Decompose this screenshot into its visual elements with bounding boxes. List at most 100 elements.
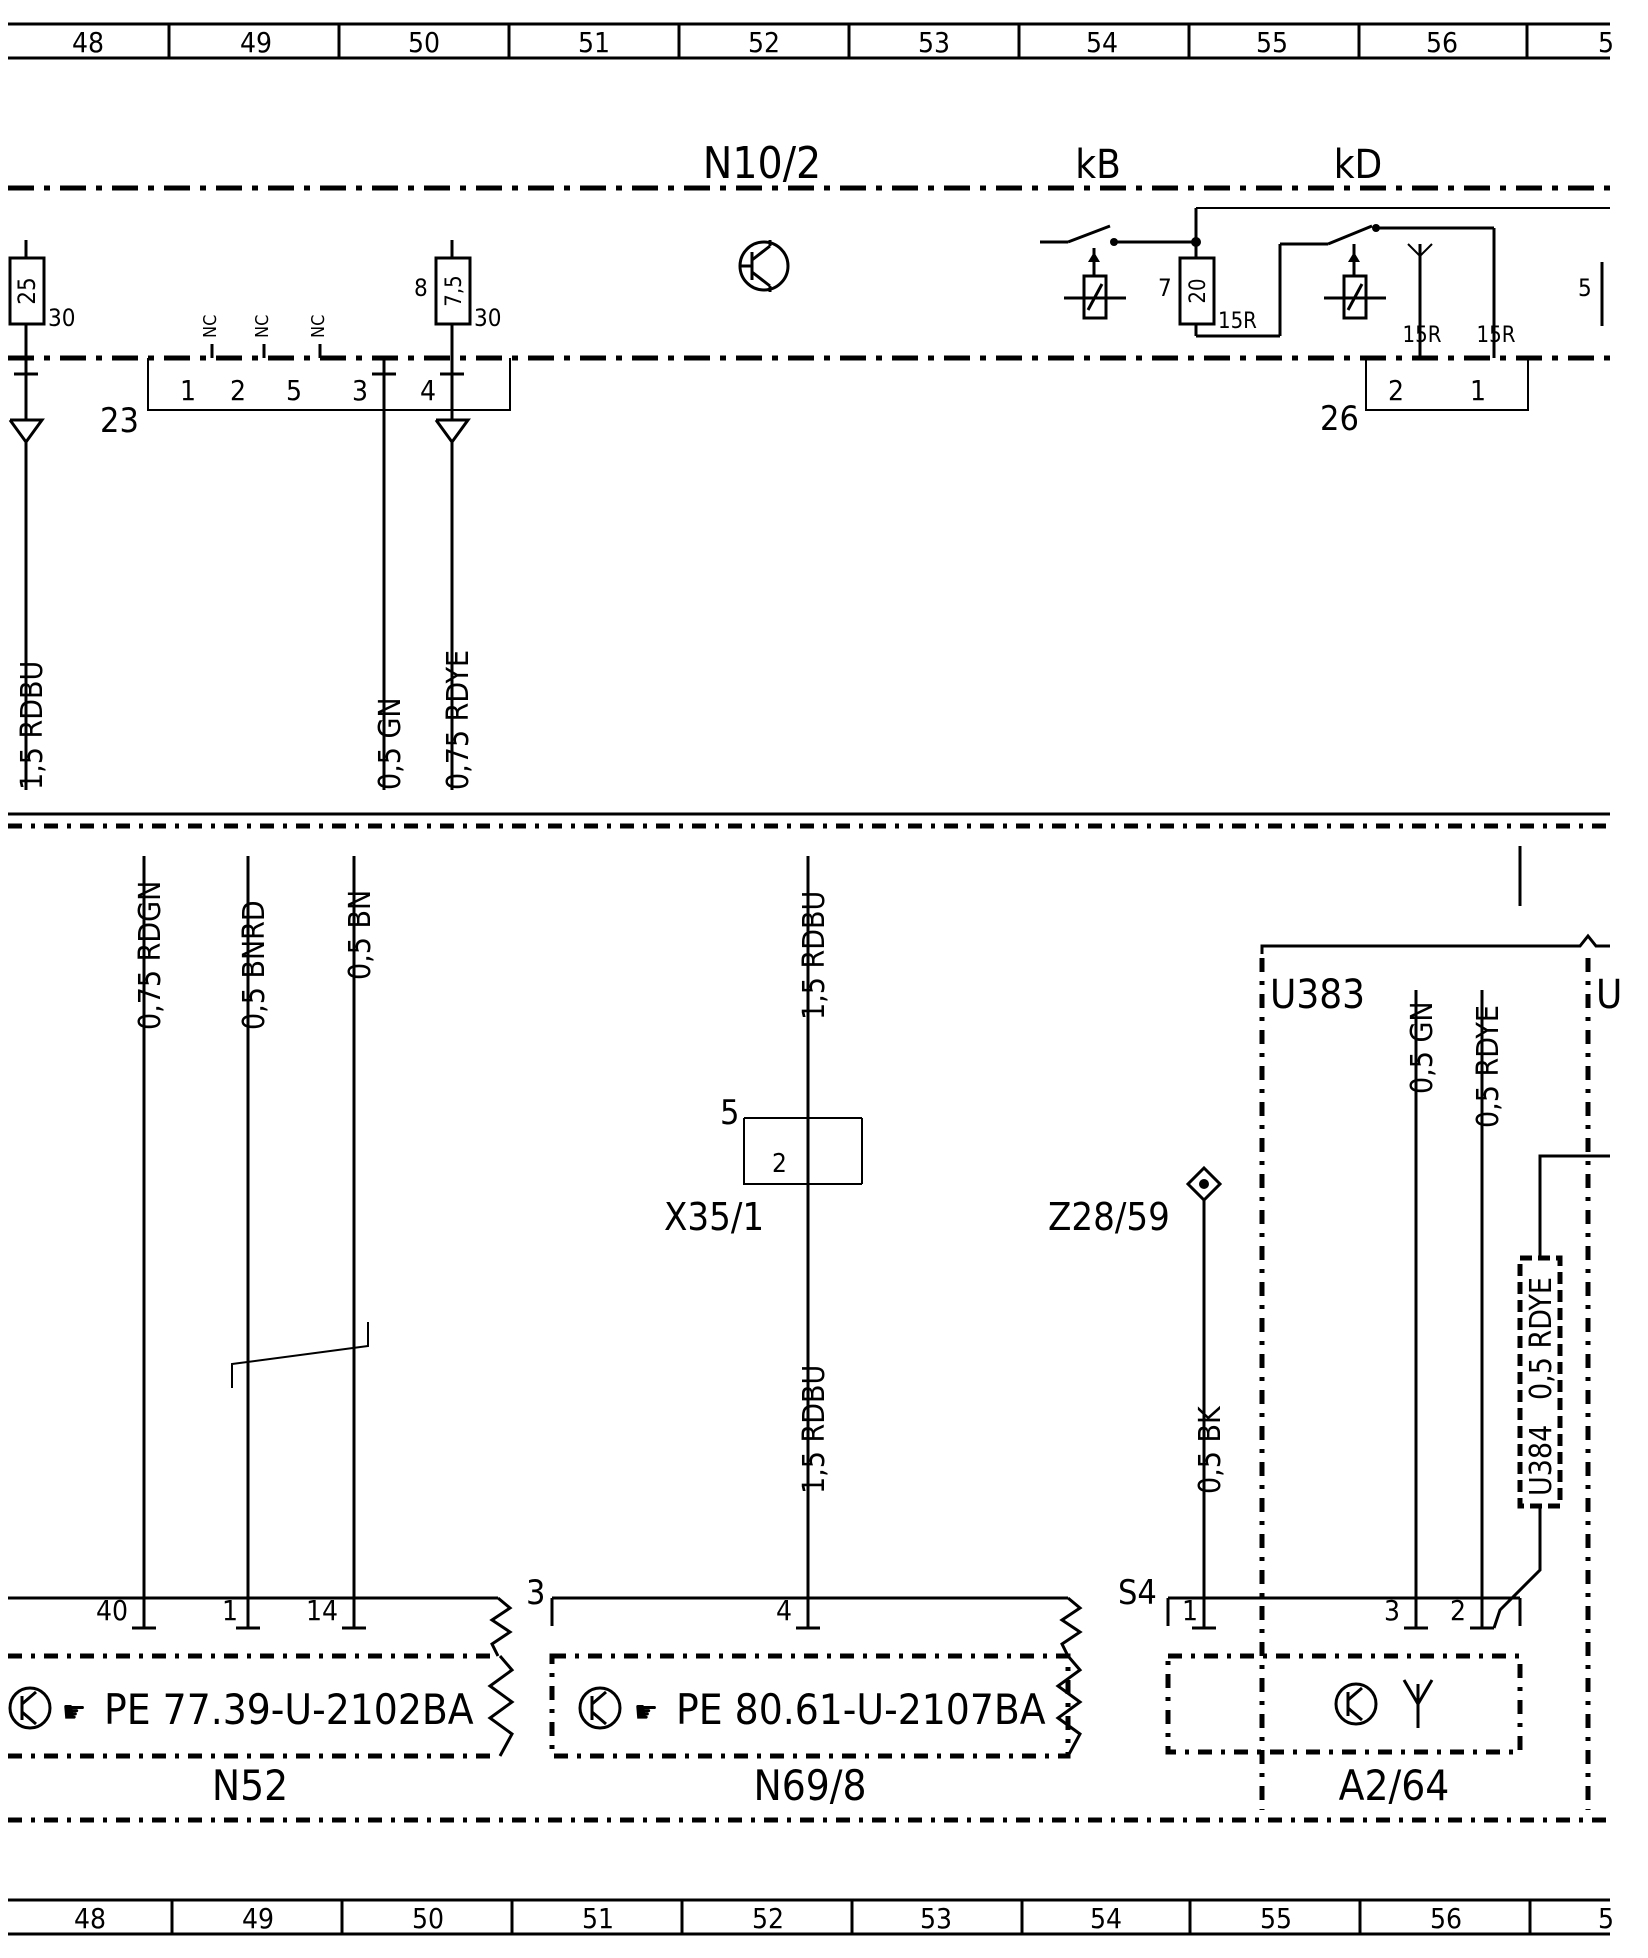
module-label-n10-2: N10/2 [703, 138, 822, 189]
connector-26-terminal-a: 15R [1403, 323, 1442, 348]
connector-23-label: 23 [100, 401, 139, 441]
fuse-7-5: 8 7,5 30 [414, 240, 501, 358]
relay-label-kb: kB [1075, 142, 1121, 188]
grid-col-55: 55 [1256, 26, 1288, 59]
connector-23: 23 1 2 5 3 4 NC NC NC [100, 315, 511, 441]
a2-label: A2/64 [1339, 1761, 1450, 1810]
wire-label-0-5-gn-top: 0,5 GN [373, 697, 408, 790]
relay-kd [1196, 207, 1610, 358]
variant-u383: U383 U [1259, 933, 1622, 1810]
wire-label-0-5-bnrd: 0,5 BNRD [237, 900, 272, 1030]
grid-col-53: 53 [918, 26, 950, 59]
n69-label: N69/8 [753, 1761, 866, 1810]
wire-label-0-5-bk: 0,5 BK [1193, 1405, 1228, 1494]
u-right-label: U [1596, 972, 1622, 1018]
u384-label: U384 [1524, 1425, 1559, 1496]
connector-23-pin-3: 3 [352, 374, 368, 407]
grid-bottom-col-54: 54 [1090, 1902, 1122, 1935]
module-n52: 40 1 14 ☛ PE 77.39-U-2102BA N52 [8, 1594, 515, 1810]
wire-0-5-gn-top [372, 358, 396, 790]
ground-point-z28-59: Z28/59 [1048, 1165, 1223, 1628]
ground-label: Z28/59 [1048, 1195, 1170, 1239]
a2-pin-3: 3 [1384, 1594, 1400, 1627]
n52-ref: PE 77.39-U-2102BA [104, 1685, 474, 1734]
grid-col-52: 52 [748, 26, 780, 59]
grid-ruler-bottom: 48 49 50 51 52 53 54 55 56 5 [8, 1898, 1614, 1936]
fuse-25-value: 25 [13, 277, 41, 304]
nc-label-3: NC [308, 315, 329, 338]
fuse-20-number: 7 [1158, 274, 1172, 302]
n52-hand-icon: ☛ [62, 1695, 86, 1730]
n52-transistor-icon [8, 1686, 52, 1730]
grid-col-54: 54 [1086, 26, 1118, 59]
transistor-icon [738, 240, 790, 292]
n69-connector: 3 [526, 1573, 545, 1613]
wire-label-1-5-rdbu-top: 1,5 RDBU [15, 661, 50, 790]
wire-label-1-5-rdbu-center-bottom: 1,5 RDBU [797, 1365, 832, 1494]
fuse-7-5-terminal: 30 [474, 304, 501, 332]
relay-kb [1040, 224, 1196, 320]
grid-bottom-col-55: 55 [1260, 1902, 1292, 1935]
a2-connector: S4 [1118, 1573, 1157, 1613]
connector-26-terminal-b: 15R [1477, 323, 1516, 348]
fuse-20-value: 20 [1186, 278, 1211, 303]
fuse-25-terminal: 30 [48, 304, 75, 332]
wire-label-0-5-gn-u383: 0,5 GN [1405, 1001, 1440, 1094]
grid-col-49: 49 [240, 26, 272, 59]
module-n10-2: N10/2 25 30 8 7,5 30 kB [8, 138, 1610, 790]
grid-bottom-col-57: 5 [1598, 1902, 1614, 1935]
n69-pin-4: 4 [776, 1594, 792, 1627]
module-n69-8: 3 4 ☛ PE 80.61-U-2107BA N69/8 [526, 1573, 1083, 1810]
wire-1-5-rdbu-top [8, 358, 45, 790]
wire-label-0-5-rdye-u383: 0,5 RDYE [1471, 1005, 1506, 1128]
grid-bottom-col-50: 50 [412, 1902, 444, 1935]
a2-pin-1: 1 [1182, 1594, 1198, 1627]
n52-pin-40: 40 [96, 1594, 128, 1627]
u383-label: U383 [1270, 972, 1365, 1018]
module-a2-64: S4 1 3 2 A2/64 [1118, 1573, 1523, 1810]
u384-wire-label: 0,5 RDYE [1524, 1277, 1559, 1400]
connector-26-label: 26 [1320, 399, 1359, 439]
wire-0-75-rdye-top [434, 358, 471, 790]
grid-bottom-col-52: 52 [752, 1902, 784, 1935]
connector-23-pin-2: 2 [230, 374, 246, 407]
fuse-25: 25 30 [8, 240, 75, 358]
grid-col-51: 51 [578, 26, 610, 59]
connector-26-pin-2: 2 [1388, 374, 1404, 407]
n52-pin-1: 1 [222, 1594, 238, 1627]
fuse-20-terminal: 15R [1218, 309, 1257, 334]
twisted-pair-mark [231, 1322, 369, 1388]
x35-number: 5 [720, 1093, 739, 1133]
x35-pin: 2 [772, 1149, 787, 1179]
connector-26: 26 2 1 15R 15R [1320, 323, 1529, 439]
nc-label-2: NC [252, 315, 273, 338]
n69-transistor-icon [578, 1686, 622, 1730]
grid-bottom-col-56: 56 [1430, 1902, 1462, 1935]
fuse-7-5-number: 8 [414, 274, 428, 302]
grid-bottom-col-53: 53 [920, 1902, 952, 1935]
nc-label-1: NC [200, 315, 221, 338]
wire-label-1-5-rdbu-center-top: 1,5 RDBU [797, 891, 832, 1020]
grid-ruler-top: 48 49 50 51 52 53 54 55 56 5 [8, 22, 1614, 60]
grid-col-56: 56 [1426, 26, 1458, 59]
fuse-20: 7 20 15R [1158, 208, 1280, 338]
grid-bottom-col-49: 49 [242, 1902, 274, 1935]
wire-label-0-75-rdgn: 0,75 RDGN [133, 881, 168, 1030]
n52-label: N52 [212, 1761, 288, 1810]
wire-label-0-5-bn: 0,5 BN [343, 890, 378, 980]
connector-26-pin-1: 1 [1470, 374, 1486, 407]
n69-hand-icon: ☛ [634, 1695, 658, 1730]
fuse-7-5-value: 7,5 [442, 275, 467, 306]
grid-bottom-col-48: 48 [74, 1902, 106, 1935]
connector-23-pin-4: 4 [420, 374, 436, 407]
grid-col-57: 5 [1598, 26, 1614, 59]
grid-col-50: 50 [408, 26, 440, 59]
wire-label-0-75-rdye-top: 0,75 RDYE [441, 650, 476, 790]
relay-label-kd: kD [1334, 142, 1383, 188]
connector-23-pin-1: 1 [180, 374, 196, 407]
a2-pin-2: 2 [1450, 1594, 1466, 1627]
right-edge-label: 5 [1578, 274, 1592, 302]
antenna-icon [1402, 1679, 1434, 1728]
grid-bottom-col-51: 51 [582, 1902, 614, 1935]
